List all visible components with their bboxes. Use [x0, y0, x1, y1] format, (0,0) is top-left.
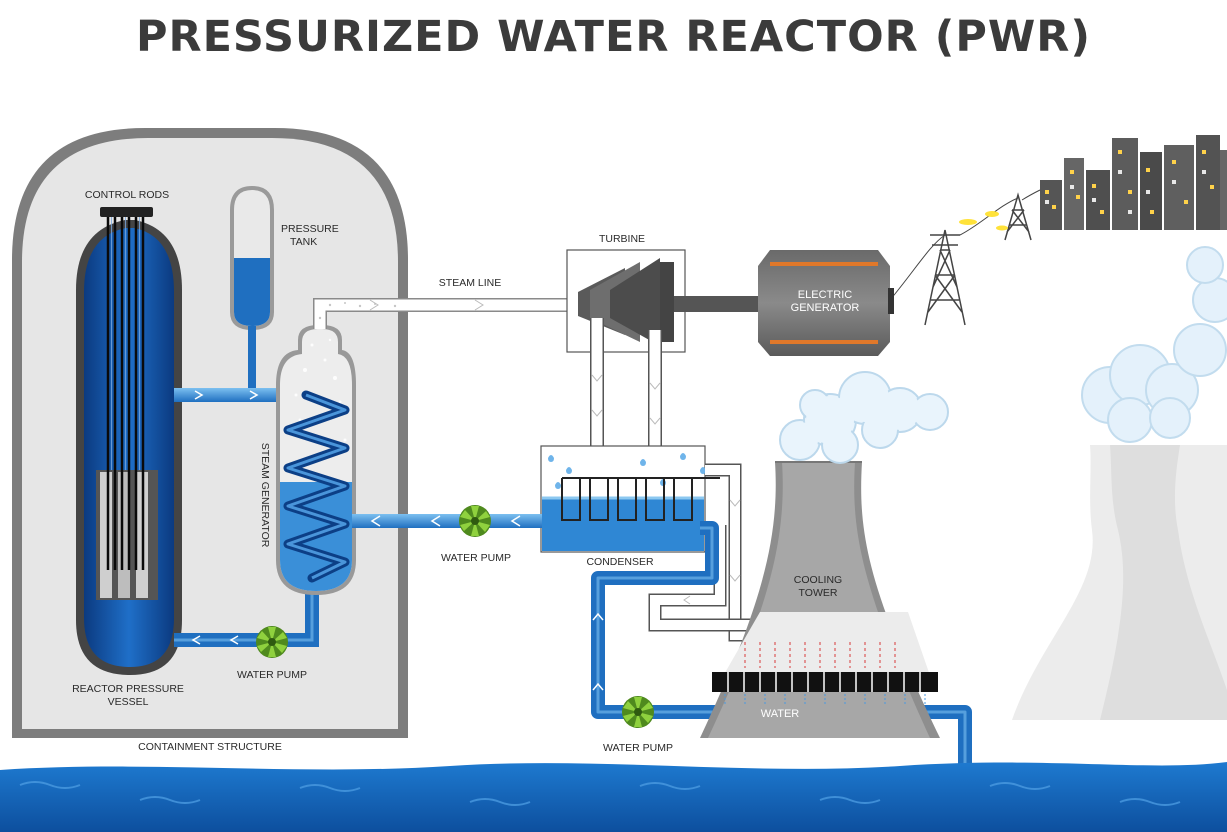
diagram-title: PRESSURIZED WATER REACTOR (PWR) [135, 12, 1092, 62]
label-steam-generator: STEAM GENERATOR [259, 443, 271, 548]
pressure-tank [230, 186, 274, 392]
water-pump-reactor-icon [256, 626, 288, 658]
feedwater-pipe [352, 514, 542, 528]
label-water-pump-tower: WATER PUMP [603, 742, 673, 754]
label-control-rods: CONTROL RODS [85, 189, 169, 201]
condenser [540, 445, 720, 553]
power-pylons [889, 189, 1041, 326]
label-electric-generator-line2: GENERATOR [791, 302, 860, 314]
primary-flow-arrows [191, 390, 259, 645]
water-pump-tower-icon [622, 696, 654, 728]
label-water-pump-condenser: WATER PUMP [441, 552, 511, 564]
label-water: WATER [761, 708, 800, 720]
label-containment-structure: CONTAINMENT STRUCTURE [138, 741, 282, 753]
label-pressure-tank-line1: PRESSURE [281, 223, 339, 235]
cooling-tower [700, 461, 940, 738]
background-cooling-tower [1012, 246, 1227, 720]
water-pump-condenser-icon [459, 505, 491, 537]
label-water-pump-reactor: WATER PUMP [237, 669, 307, 681]
electric-generator [758, 250, 894, 356]
label-cooling-tower-line2: TOWER [799, 587, 838, 599]
electric-sparks [959, 211, 1008, 231]
label-turbine: TURBINE [599, 233, 645, 245]
city-skyline [1040, 135, 1227, 230]
label-electric-generator-line1: ELECTRIC [798, 289, 852, 301]
primary-hot-leg-pipe [174, 388, 306, 402]
label-reactor-vessel-line2: VESSEL [108, 696, 149, 708]
label-condenser: CONDENSER [586, 556, 654, 568]
label-reactor-vessel-line1: REACTOR PRESSURE [72, 683, 184, 695]
steam-generator [276, 325, 356, 595]
label-cooling-tower-line1: COOLING [794, 574, 842, 586]
label-pressure-tank-line2: TANK [290, 236, 317, 248]
label-steam-line: STEAM LINE [439, 277, 501, 289]
steam-line [313, 298, 580, 329]
turbine [566, 249, 762, 353]
control-rods [100, 207, 153, 570]
sea [0, 762, 1227, 832]
